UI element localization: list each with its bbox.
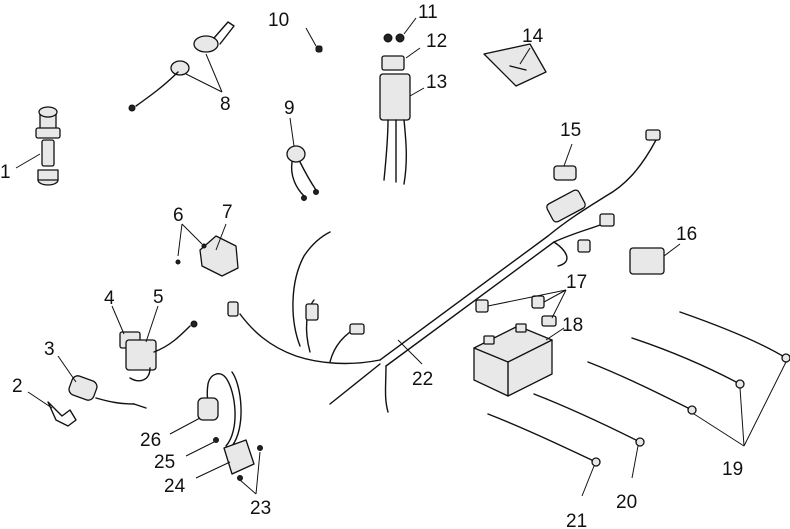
leader-lines [15,17,787,497]
callout-labels: 1 2 3 4 5 6 7 8 9 10 11 12 13 14 15 16 1… [0,2,743,529]
part-regulator [175,235,239,277]
callout-6: 6 [173,205,184,226]
callout-26: 26 [140,430,161,451]
callout-8: 8 [220,94,231,115]
callout-12: 12 [426,31,447,52]
part-connector-15 [553,165,577,181]
part-bulb [315,45,323,53]
part-key [47,401,77,427]
callout-11: 11 [418,2,438,23]
part-switch-cable [68,375,147,409]
callout-2: 2 [12,376,23,397]
callout-9: 9 [284,98,295,119]
part-ignition-coil [197,371,263,481]
callout-16: 16 [676,224,697,245]
callout-19: 19 [722,459,743,480]
part-battery [473,323,553,397]
callout-17: 17 [566,272,587,293]
part-pouch [483,43,547,87]
part-connector-9 [286,145,319,201]
callout-24: 24 [164,476,186,497]
callout-5: 5 [153,287,164,308]
callout-15: 15 [560,120,581,141]
part-fuse-holder [381,55,405,71]
callout-20: 20 [616,492,637,513]
part-sensor-cable [128,21,235,112]
callout-21: 21 [566,511,587,529]
callout-7: 7 [222,202,233,223]
callout-23: 23 [250,498,271,519]
part-straps-19 [587,311,790,415]
part-ignition-switch [35,106,61,186]
part-cdi-box [379,73,411,185]
callout-22: 22 [412,369,433,390]
part-fuses [383,33,405,43]
part-strap-21 [487,413,601,467]
callout-1: 1 [0,162,11,183]
callout-18: 18 [562,315,583,336]
callout-3: 3 [44,339,55,360]
callout-10: 10 [268,10,289,31]
callout-4: 4 [104,288,115,309]
callout-14: 14 [522,26,544,47]
part-strap-20 [533,393,645,447]
callout-25: 25 [154,452,175,473]
part-relay [119,320,198,382]
callout-13: 13 [426,72,447,93]
part-main-harness [227,129,661,413]
part-relay-16 [629,247,665,275]
